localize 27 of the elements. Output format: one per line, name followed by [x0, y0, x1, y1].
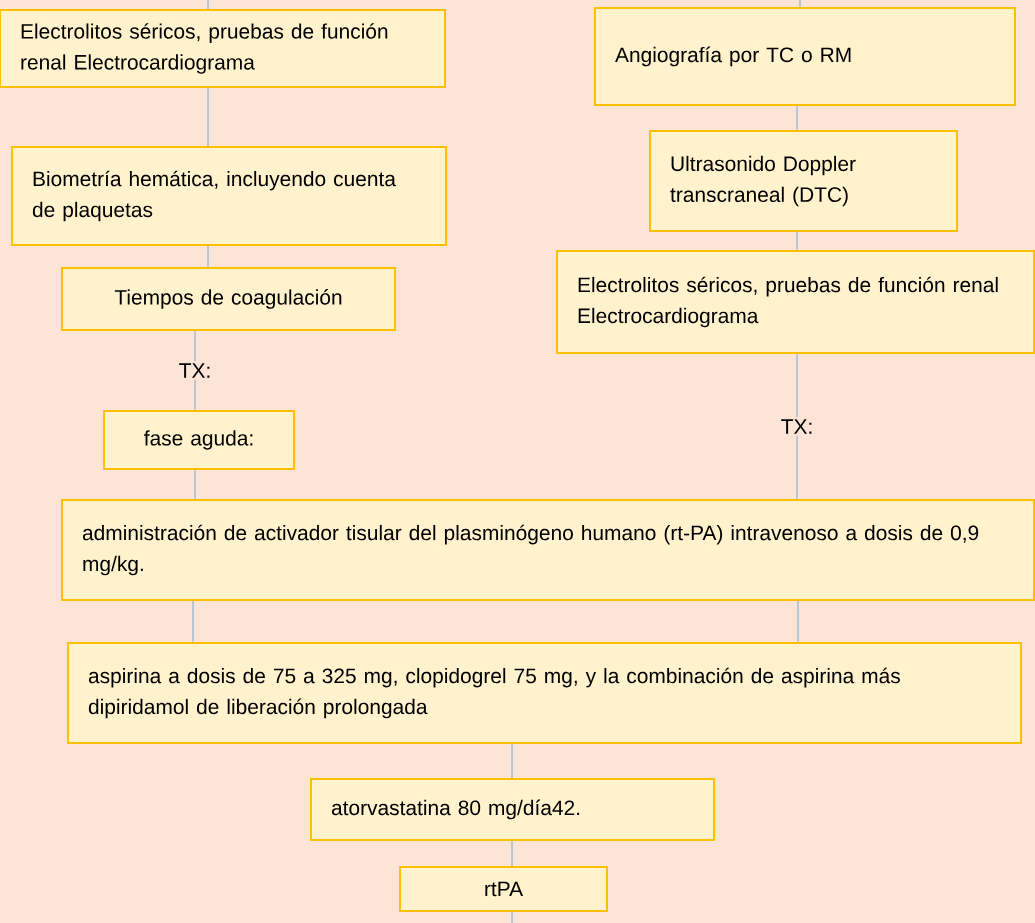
connector-line [194, 469, 196, 500]
edge-label: TX: [778, 417, 816, 436]
process-box: rtPA [399, 866, 608, 912]
process-box: Biometría hemática, incluyendo cuenta de plaquetas [11, 146, 447, 246]
process-box: Tiempos de coagulación [61, 267, 396, 331]
connector-line [511, 743, 513, 779]
connector-line [797, 600, 799, 643]
process-box: Electrolitos séricos, pruebas de función renal Electrocardiograma [0, 9, 446, 88]
process-box: Electrolitos séricos, pruebas de función renal Electrocardiograma [556, 250, 1035, 354]
connector-line [511, 911, 513, 923]
connector-line [194, 330, 196, 411]
process-box: atorvastatina 80 mg/día42. [310, 778, 715, 841]
process-box: fase aguda: [103, 410, 295, 470]
connector-line [796, 105, 798, 131]
process-box: aspirina a dosis de 75 a 325 mg, clopidogrel 75 mg, y la combinación de aspirina más dipiridamol de liberación prolongada [67, 642, 1022, 744]
connector-line [207, 245, 209, 268]
connector-line [511, 840, 513, 867]
edge-label: TX: [176, 361, 214, 380]
process-box: Angiografía por TC o RM [594, 7, 1016, 106]
process-box: Ultrasonido Doppler transcraneal (DTC) [649, 130, 958, 232]
process-box: administración de activador tisular del plasminógeno humano (rt-PA) intravenoso a dosis de 0,9 mg/kg. [61, 499, 1035, 601]
connector-line [207, 0, 209, 10]
connector-line [796, 353, 798, 500]
connector-line [207, 87, 209, 147]
connector-line [796, 231, 798, 251]
connector-line [799, 0, 801, 8]
connector-line [192, 600, 194, 643]
